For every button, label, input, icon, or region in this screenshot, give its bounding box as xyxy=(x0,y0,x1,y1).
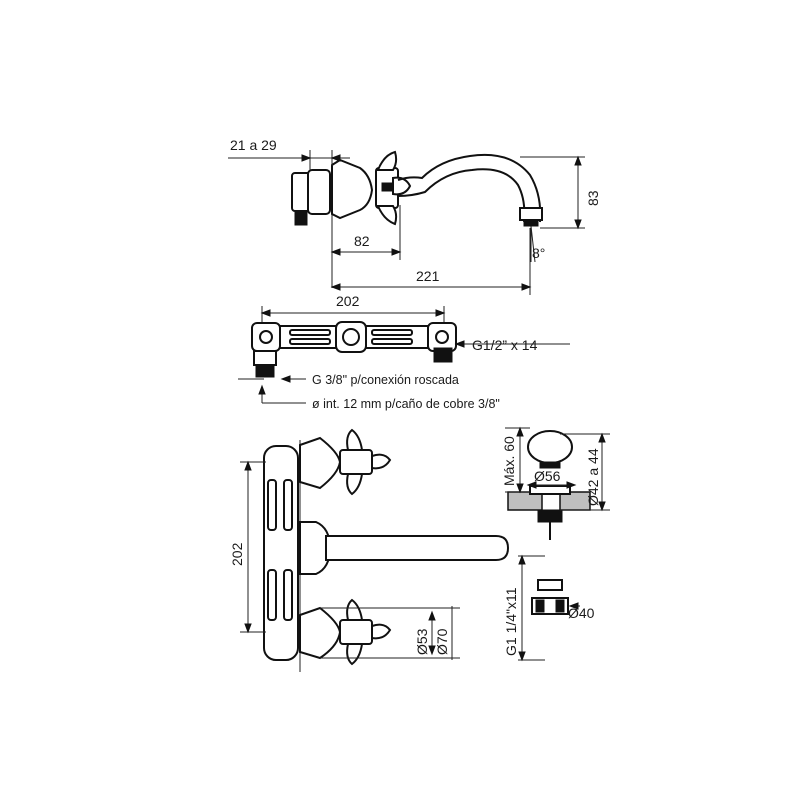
dim-spout-height: 83 xyxy=(585,190,601,206)
knob xyxy=(527,430,573,464)
aerator xyxy=(523,219,539,227)
spout-upper-edge xyxy=(397,153,542,223)
spout-arm xyxy=(325,535,510,561)
dim-handle-offset: 82 xyxy=(354,233,370,249)
left-thread xyxy=(255,364,275,378)
dim-nut: Ø40 xyxy=(568,605,595,621)
left-fitting xyxy=(253,350,277,366)
flange xyxy=(331,158,374,220)
wall-connector xyxy=(291,169,331,226)
lower-washer xyxy=(537,579,563,591)
spout-lower-edge xyxy=(397,168,526,223)
right-thread xyxy=(433,347,453,363)
dim-hole: Ø42 a 44 xyxy=(585,448,601,506)
dim-max-height: Máx. 60 xyxy=(501,436,517,486)
dim-front-height: 202 xyxy=(229,542,245,566)
lower-cross-handle xyxy=(339,598,392,666)
connector-view: 202 G1/2” x 14 G 3/8" p/conexión roscada… xyxy=(238,293,570,411)
detail-view: Máx. 60 Ø56 Ø42 a 44 G1 1/4"x11 Ø40 xyxy=(501,426,610,662)
note-pipe: ø int. 12 mm p/caño de cobre 3/8" xyxy=(312,397,500,411)
top-view: 21 a 29 82 221 83 8° xyxy=(228,137,601,295)
upper-cross-handle xyxy=(339,428,392,496)
dim-spout-reach: 221 xyxy=(416,268,440,284)
dim-flange-inner: Ø53 xyxy=(414,628,430,655)
thread-label: G1/2” x 14 xyxy=(472,337,538,353)
front-view: 202 Ø53 Ø70 xyxy=(229,428,510,672)
dim-thread: G1 1/4"x11 xyxy=(503,587,519,656)
dim-connector-width: 202 xyxy=(336,293,360,309)
cross-handle xyxy=(375,150,412,226)
bonnet xyxy=(529,485,571,495)
note-thread: G 3/8" p/conexión roscada xyxy=(312,373,459,387)
vertical-body xyxy=(263,445,299,661)
dim-spout-angle: 8° xyxy=(532,245,545,261)
knob-base xyxy=(539,461,561,469)
dim-knob: Ø56 xyxy=(534,468,561,484)
upper-flange xyxy=(299,436,342,490)
stem-nut xyxy=(537,509,563,523)
dim-wall-depth: 21 a 29 xyxy=(230,137,277,153)
dim-flange-outer: Ø70 xyxy=(434,628,450,655)
lower-flange xyxy=(299,606,342,660)
spout-tip xyxy=(519,207,543,221)
